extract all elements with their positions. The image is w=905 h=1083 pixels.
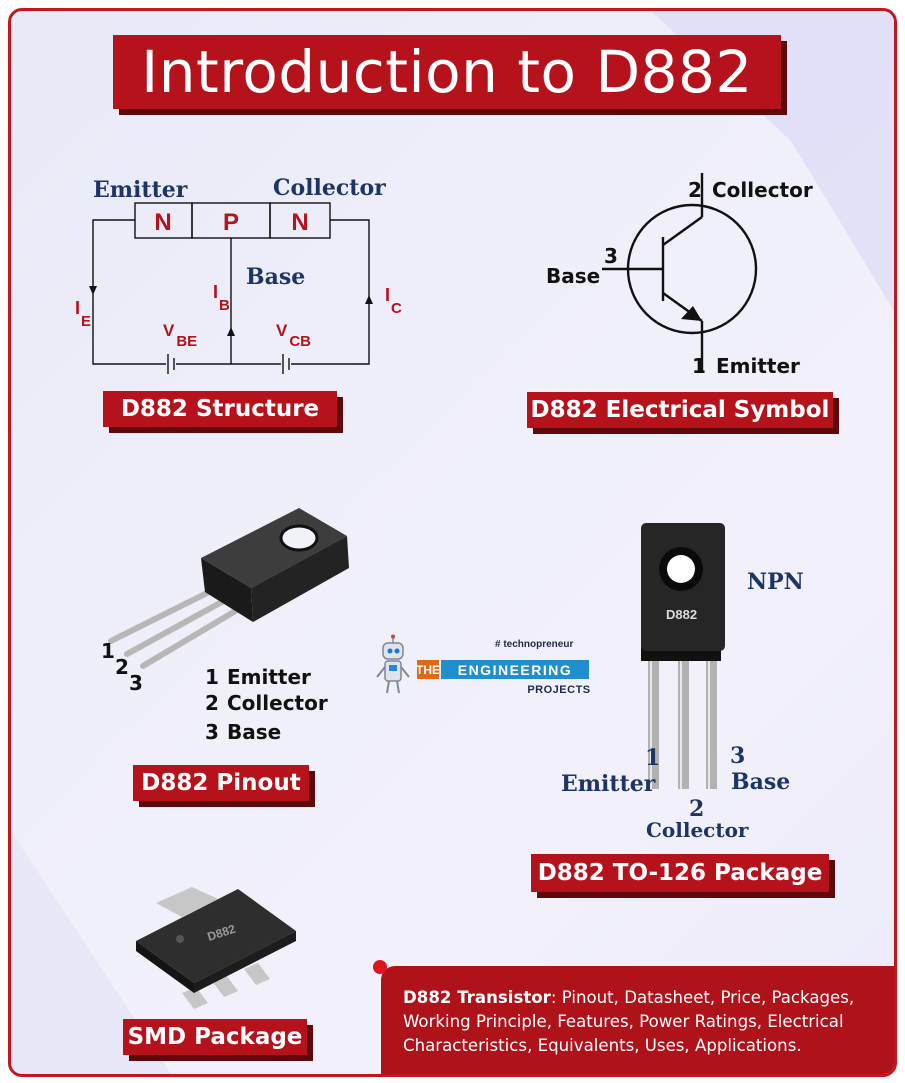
package-marking: D882 (666, 607, 697, 622)
brand-logo: # technopreneur THE ENGINEERING PROJECTS (376, 634, 590, 696)
ie-arrow (89, 286, 97, 295)
caption-smd: SMD Package (123, 1019, 313, 1061)
emitter-label: Emitter (93, 177, 188, 203)
emitter-arrow (681, 306, 702, 321)
legend-num-1: 1 (205, 665, 219, 689)
symbol-collector-label: Collector (712, 178, 813, 202)
collector-label: Collector (273, 175, 386, 201)
package-emitter-num: 1 (645, 745, 660, 771)
infographic-frame: Introduction to D882 Emitter Collector B… (8, 8, 897, 1077)
package-front (201, 558, 253, 622)
region-label-n2: N (291, 209, 308, 236)
ic-label: IC (385, 285, 402, 317)
package-base-num: 3 (730, 743, 745, 769)
mounting-hole (279, 524, 319, 552)
ie-label: IE (75, 298, 91, 330)
to126-package: D882 NPN 1 Emitter 3 Base 2 Collector (561, 523, 804, 842)
logo-tag: # technopreneur (495, 639, 573, 650)
package-side (251, 536, 349, 622)
pin-num-3: 3 (129, 671, 143, 695)
package-collector-num: 2 (689, 796, 704, 822)
legend-name-2: Collector (227, 691, 328, 715)
logo-the: THE (416, 663, 440, 677)
info-dot (373, 960, 387, 974)
caption-pinout: D882 Pinout (133, 765, 315, 807)
info-box: D882 Transistor: Pinout, Datasheet, Pric… (373, 960, 894, 1074)
pin-num-1: 1 (101, 639, 115, 663)
package-hole (667, 555, 695, 583)
symbol-base-label: Base (546, 264, 600, 288)
smd-package: D882 (136, 887, 296, 1009)
smd-top (136, 889, 296, 983)
symbol-base-num: 3 (604, 244, 618, 268)
legend-num-3: 3 (205, 720, 219, 744)
caption-symbol: D882 Electrical Symbol (527, 392, 839, 434)
region-label-p: P (223, 209, 239, 236)
page-title: Introduction to D882 (113, 35, 781, 109)
logo-projects: PROJECTS (527, 684, 590, 696)
package-base: Base (731, 769, 790, 795)
title-banner: Introduction to D882 (113, 35, 787, 115)
background-decoration (11, 11, 894, 1074)
ib-arrow (227, 327, 235, 336)
info-bold: D882 Transistor (403, 988, 551, 1007)
base-label: Base (246, 264, 305, 290)
caption-package: D882 TO-126 Package (531, 854, 835, 898)
caption-structure: D882 Structure (103, 391, 343, 433)
legend-num-2: 2 (205, 691, 219, 715)
robot-icon (376, 634, 410, 694)
pinout-illustration: 1 2 3 1 Emitter 2 Collector 3 Base (101, 508, 349, 744)
info-body: : Pinout, Datasheet, Price, Packages, Wo… (403, 988, 855, 1055)
package-emitter: Emitter (561, 771, 656, 797)
logo-engineering: ENGINEERING (458, 662, 573, 678)
structure-diagram: Emitter Collector Base N P N IE IB IC VB… (75, 175, 402, 374)
info-text: D882 Transistor: Pinout, Datasheet, Pric… (403, 986, 893, 1058)
ic-arrow (365, 295, 373, 304)
vbe-label: VBE (163, 321, 197, 350)
package-collector: Collector (646, 818, 749, 842)
symbol-emitter-num: 1 (692, 354, 706, 378)
legend-name-1: Emitter (227, 665, 311, 689)
package-leads (648, 659, 717, 789)
ib-label: IB (213, 282, 230, 314)
package-type: NPN (747, 569, 804, 595)
electrical-symbol: 2 Collector 3 Base 1 Emitter (546, 173, 813, 378)
pin-num-2: 2 (115, 655, 129, 679)
symbol-emitter-label: Emitter (716, 354, 800, 378)
vcb-label: VCB (276, 321, 311, 350)
legend-name-3: Base (227, 720, 281, 744)
region-label-n1: N (154, 209, 171, 236)
symbol-collector-num: 2 (688, 178, 702, 202)
